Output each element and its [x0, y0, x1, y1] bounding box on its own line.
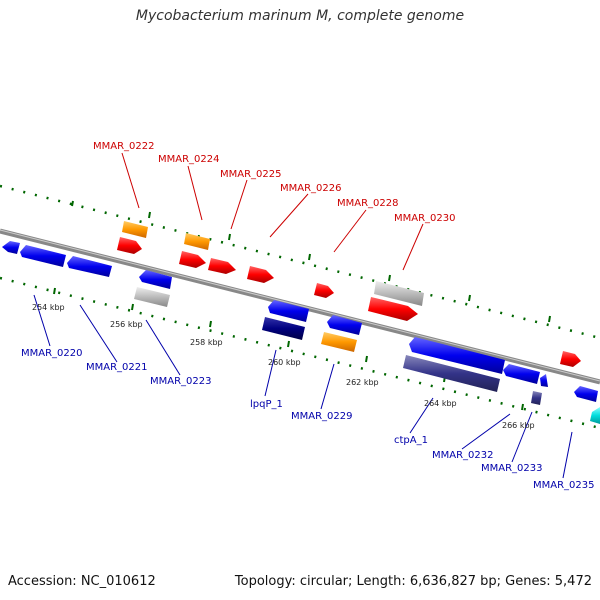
bottom-gene-labels: MMAR_0220 MMAR_0221 MMAR_0223 lpqP_1 MMA… [21, 348, 595, 491]
gene-red [117, 237, 142, 254]
gene-orange [122, 221, 148, 238]
accession-text: Accession: NC_010612 [8, 574, 156, 589]
gene-navy [262, 317, 305, 340]
gene-blue [2, 241, 20, 254]
gene-blue [139, 270, 172, 289]
map-title: Mycobacterium marinum M, complete genome [135, 8, 465, 24]
gene-blue [540, 374, 548, 387]
gene-cyan [590, 407, 600, 424]
gene-gray [374, 281, 424, 306]
lower-strand-genes [2, 241, 600, 424]
tick-label: 254 kbp [32, 303, 65, 312]
tick-label: 262 kbp [346, 378, 379, 387]
gene-label: MMAR_0221 [86, 362, 148, 373]
gene-label: ctpA_1 [394, 435, 428, 446]
upper-strand-genes [117, 221, 581, 367]
gene-orange [184, 233, 210, 250]
gene-label: MMAR_0232 [432, 450, 494, 461]
gene-blue [503, 364, 540, 384]
genome-summary: Topology: circular; Length: 6,636,827 bp… [234, 574, 592, 589]
gene-label: MMAR_0230 [394, 213, 456, 224]
gene-label: MMAR_0222 [93, 141, 155, 152]
gene-label: MMAR_0223 [150, 376, 212, 387]
gene-label: MMAR_0225 [220, 169, 282, 180]
gene-orange [321, 332, 357, 352]
gene-red [247, 266, 274, 283]
gene-blue [20, 245, 66, 267]
tick-labels: 254 kbp 256 kbp 258 kbp 260 kbp 262 kbp … [32, 303, 535, 430]
gene-red [560, 351, 581, 367]
gene-slate [531, 391, 542, 405]
top-leader-lines [121, 152, 424, 271]
tick-label: 266 kbp [502, 421, 535, 430]
gene-blue [268, 300, 309, 322]
gene-red [314, 283, 334, 298]
gene-red [179, 251, 206, 268]
lower-ticks [53, 287, 524, 411]
top-gene-labels: MMAR_0222 MMAR_0224 MMAR_0225 MMAR_0226 … [93, 141, 456, 224]
gene-blue [327, 315, 362, 335]
genome-backbone [0, 228, 600, 385]
upper-ticks [71, 200, 551, 323]
gene-label: lpqP_1 [250, 399, 283, 410]
gene-blue [67, 256, 112, 277]
gene-blue [574, 386, 598, 402]
gene-slate [403, 355, 500, 392]
gene-label: MMAR_0235 [533, 480, 595, 491]
gene-label: MMAR_0226 [280, 183, 342, 194]
lower-dot-track [0, 276, 600, 430]
gene-label: MMAR_0229 [291, 411, 353, 422]
tick-label: 258 kbp [190, 338, 223, 347]
tick-label: 256 kbp [110, 320, 143, 329]
gene-label: MMAR_0233 [481, 463, 543, 474]
gene-red [208, 258, 236, 274]
tick-label: 260 kbp [268, 358, 301, 367]
gene-gray [134, 287, 170, 307]
gene-blue [409, 337, 505, 374]
gene-label: MMAR_0224 [158, 154, 220, 165]
tick-label: 264 kbp [424, 399, 457, 408]
gene-red [368, 297, 418, 321]
gene-label: MMAR_0228 [337, 198, 399, 209]
bottom-leader-lines [33, 294, 573, 479]
gene-label: MMAR_0220 [21, 348, 83, 359]
